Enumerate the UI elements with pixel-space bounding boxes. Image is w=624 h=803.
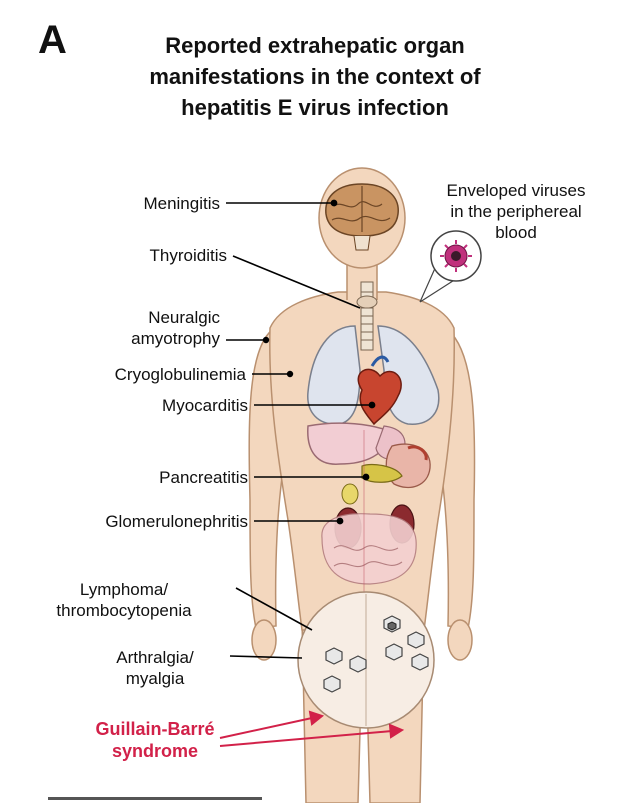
label-myocarditis: Myocarditis	[70, 395, 248, 416]
virus-particle-dark	[388, 622, 396, 630]
label-pancreatitis: Pancreatitis	[70, 467, 248, 488]
bottom-rule	[48, 797, 262, 800]
label-lymphoma-thrombocytopenia: Lymphoma/ thrombocytopenia	[12, 579, 236, 621]
left-hand	[252, 620, 276, 660]
thyroid	[357, 296, 377, 308]
label-glomerulonephritis: Glomerulonephritis	[6, 511, 248, 532]
label-thyroiditis: Thyroiditis	[70, 245, 227, 266]
gallbladder	[342, 484, 358, 504]
right-hand	[448, 620, 472, 660]
label-enveloped-viruses: Enveloped viruses in the periphereal blo…	[414, 180, 618, 243]
label-arthralgia-myalgia: Arthralgia/ myalgia	[80, 647, 230, 689]
label-guillain-barre-syndrome: Guillain-Barré syndrome	[70, 718, 240, 762]
intestines	[322, 514, 416, 584]
label-neuralgic-amyotrophy: Neuralgic amyotrophy	[70, 307, 220, 349]
label-cryoglobulinemia: Cryoglobulinemia	[14, 364, 246, 385]
label-meningitis: Meningitis	[70, 193, 220, 214]
